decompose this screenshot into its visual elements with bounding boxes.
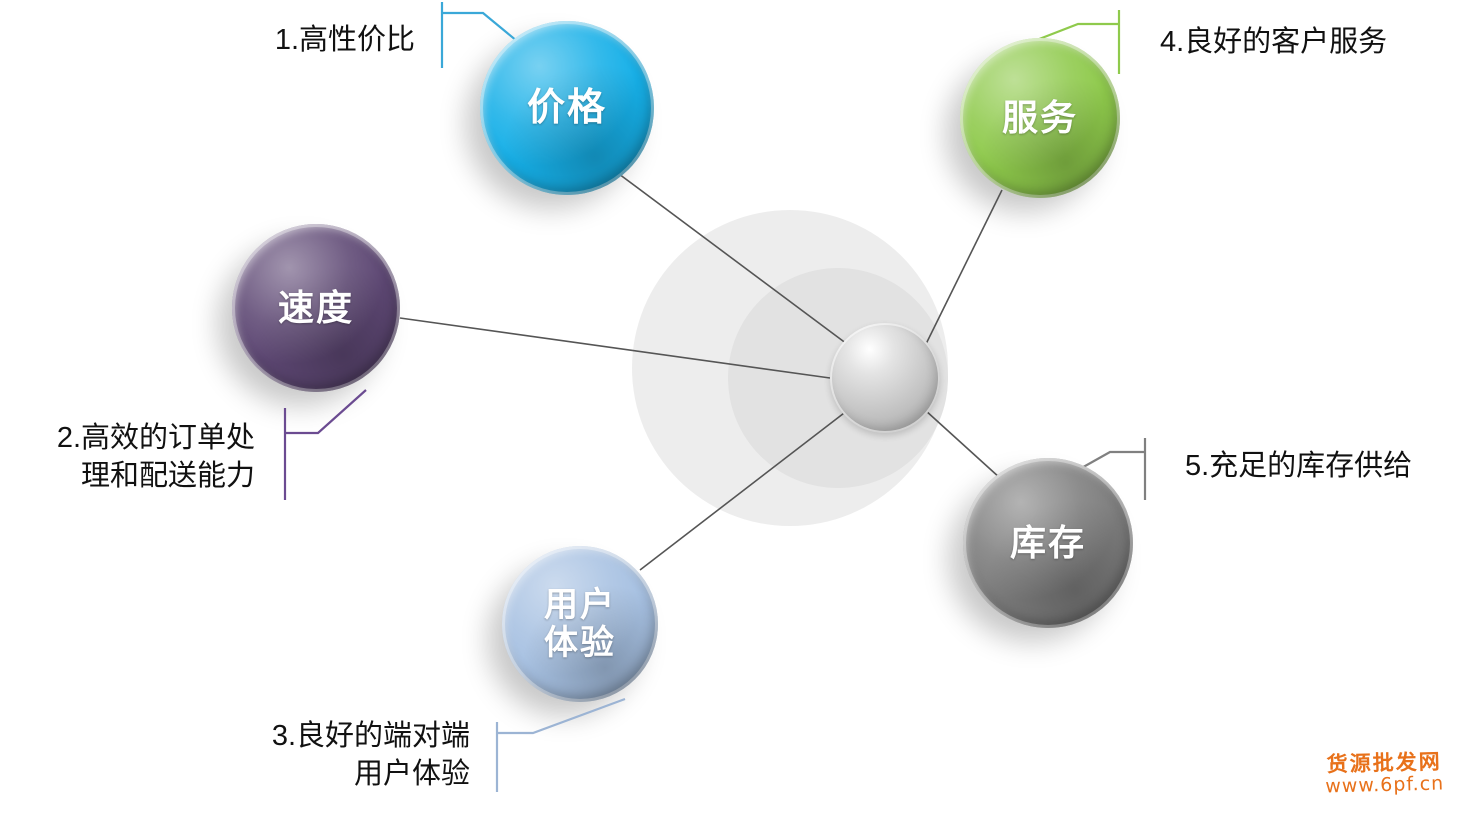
spoke-inventory — [924, 409, 1001, 479]
node-price-label: 价格 — [526, 86, 607, 129]
node-inventory[interactable]: 库存 — [963, 458, 1133, 628]
spoke-price — [618, 173, 848, 345]
watermark-url: www.6pf.cn — [1325, 772, 1445, 798]
node-inventory-label: 库存 — [1009, 521, 1086, 563]
spoke-speed — [399, 317, 831, 379]
leader-2 — [283, 389, 367, 500]
spoke-connectors — [399, 173, 1003, 571]
callout-5-text: 5.充足的库存供给 — [1185, 450, 1413, 482]
node-ux[interactable]: 用户 体验 — [502, 546, 658, 702]
leader-5 — [1077, 438, 1147, 500]
callout-4-text: 4.良好的客户服务 — [1160, 26, 1388, 58]
leader-3 — [495, 697, 626, 792]
node-ux-label: 用户 体验 — [544, 585, 616, 662]
node-service-label: 服务 — [1001, 96, 1078, 138]
node-speed[interactable]: 速度 — [232, 224, 400, 392]
spoke-ux — [639, 409, 849, 571]
node-price[interactable]: 价格 — [480, 21, 654, 195]
callout-3-text: 3.良好的端对端 用户体验 — [271, 720, 470, 790]
node-service[interactable]: 服务 — [960, 38, 1120, 198]
node-speed-label: 速度 — [277, 286, 354, 328]
watermark: 货源批发网 www.6pf.cn — [1325, 749, 1445, 798]
center-hub[interactable] — [830, 323, 940, 433]
callout-2-text: 2.高效的订单处 理和配送能力 — [56, 422, 255, 492]
watermark-cn: 货源批发网 — [1326, 749, 1443, 777]
callout-1-text: 1.高性价比 — [274, 24, 415, 56]
spoke-service — [925, 189, 1003, 345]
